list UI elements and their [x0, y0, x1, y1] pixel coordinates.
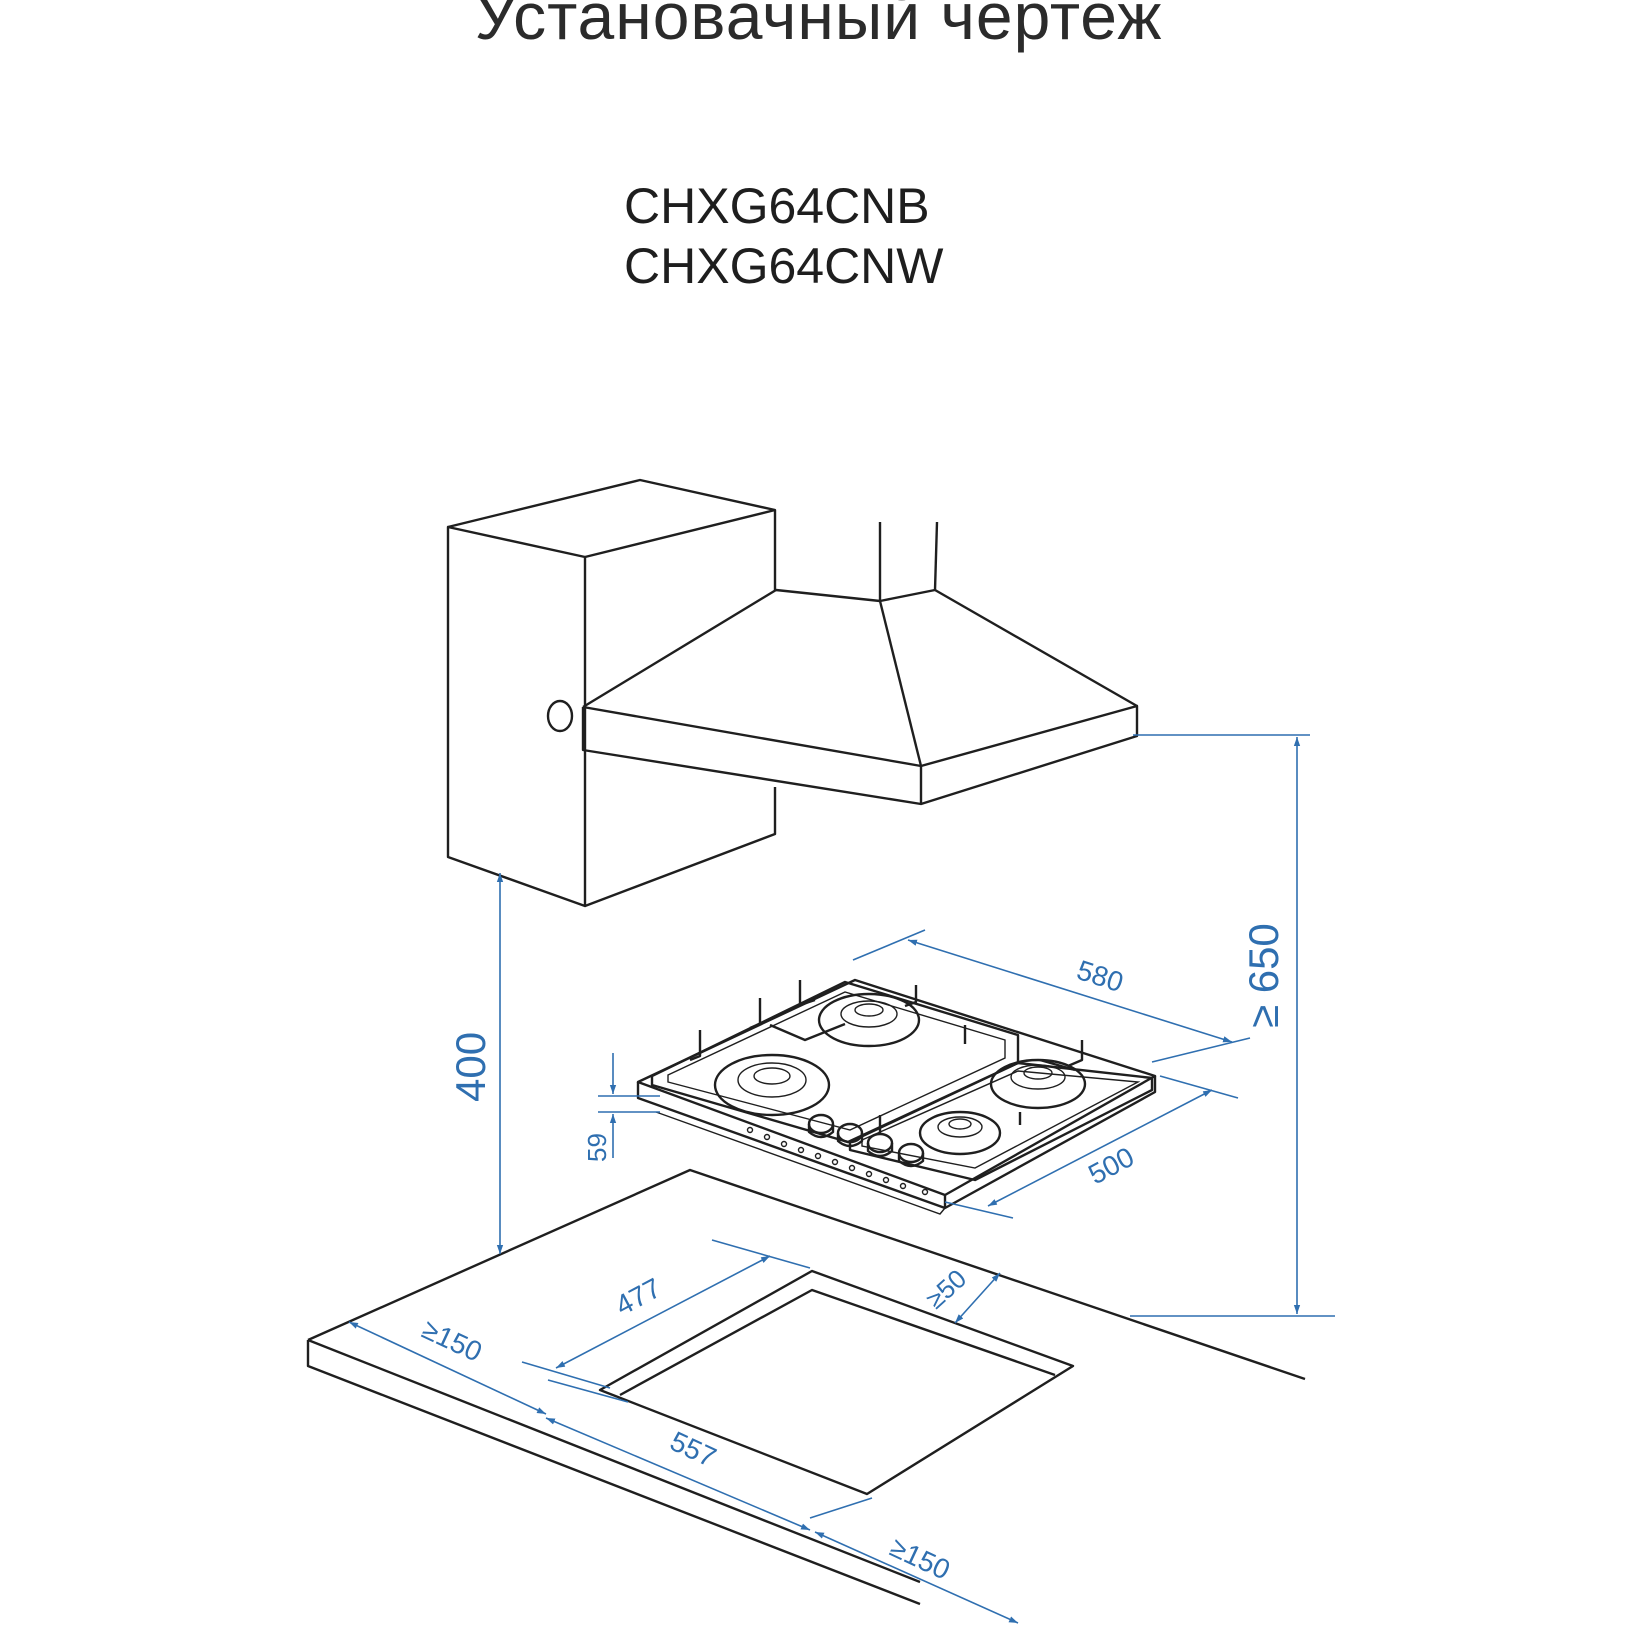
countertop-cutout: [598, 1269, 1075, 1496]
page-title: Установачный чертеж: [474, 0, 1163, 53]
dimension-hob-depth: 500: [1083, 1141, 1139, 1190]
dimension-right-clearance: ≥150: [885, 1531, 954, 1585]
hob-control-knob-icon: [866, 1132, 894, 1158]
burner-icon: [989, 1058, 1087, 1110]
dimension-hood-height: ≥ 650: [1240, 923, 1287, 1028]
hob-control-knob-icon: [807, 1113, 835, 1139]
burner-icon: [918, 1110, 1002, 1156]
model-name: CHXG64CNW: [624, 238, 944, 294]
burner-icon: [713, 1053, 831, 1117]
model-list: CHXG64CNB CHXG64CNW: [624, 176, 943, 296]
model-name: CHXG64CNB: [624, 178, 930, 234]
dimension-lines: [348, 734, 1335, 1624]
dimension-hob-height: 59: [582, 1133, 612, 1162]
dimension-back-clearance: ≥50: [920, 1263, 972, 1314]
wall-cabinet: [446, 478, 777, 908]
dimension-cabinet-clearance: 400: [447, 1032, 494, 1102]
countertop: [306, 1168, 1306, 1606]
dimension-hob-width: 580: [1073, 954, 1127, 998]
hood-control-knob-icon: [546, 699, 574, 733]
cooker-hood: [546, 521, 1139, 806]
hob-control-knob-icon: [836, 1122, 864, 1148]
hob-control-knob-icon: [897, 1142, 925, 1168]
dimension-cutout-width: 557: [665, 1425, 720, 1473]
burner-icon: [817, 992, 921, 1048]
